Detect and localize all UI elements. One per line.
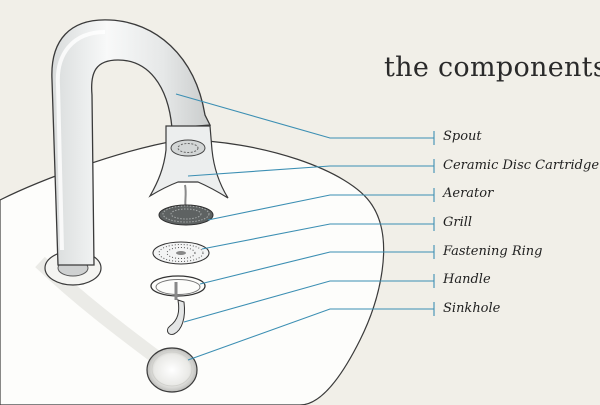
handle-part [166,299,185,335]
spout-leader [175,93,434,139]
aerator-part [158,204,214,226]
sink-basin [0,139,385,405]
label-sinkhole: Sinkhole [443,301,501,316]
label-spout: Spout [443,129,482,144]
handle-leader [183,280,434,323]
sinkhole-leader [187,308,434,361]
diagram-title: the components [384,52,600,83]
aerator-leader [207,194,434,221]
grill-part [152,241,210,265]
label-ceramic-disc-cartridge: Ceramic Disc Cartridge [443,158,600,173]
spout-part [51,19,212,266]
sinkhole-part [146,347,198,393]
cartridge-leader [187,165,434,177]
ceramic-disc-cartridge-part [148,125,229,199]
label-aerator: Aerator [443,186,494,201]
label-handle: Handle [443,272,491,287]
fastening-ring-leader [199,251,434,285]
fastening-ring-part [150,275,206,300]
label-grill: Grill [443,215,473,230]
grill-leader [201,223,434,250]
label-fastening-ring: Fastening Ring [443,244,543,259]
